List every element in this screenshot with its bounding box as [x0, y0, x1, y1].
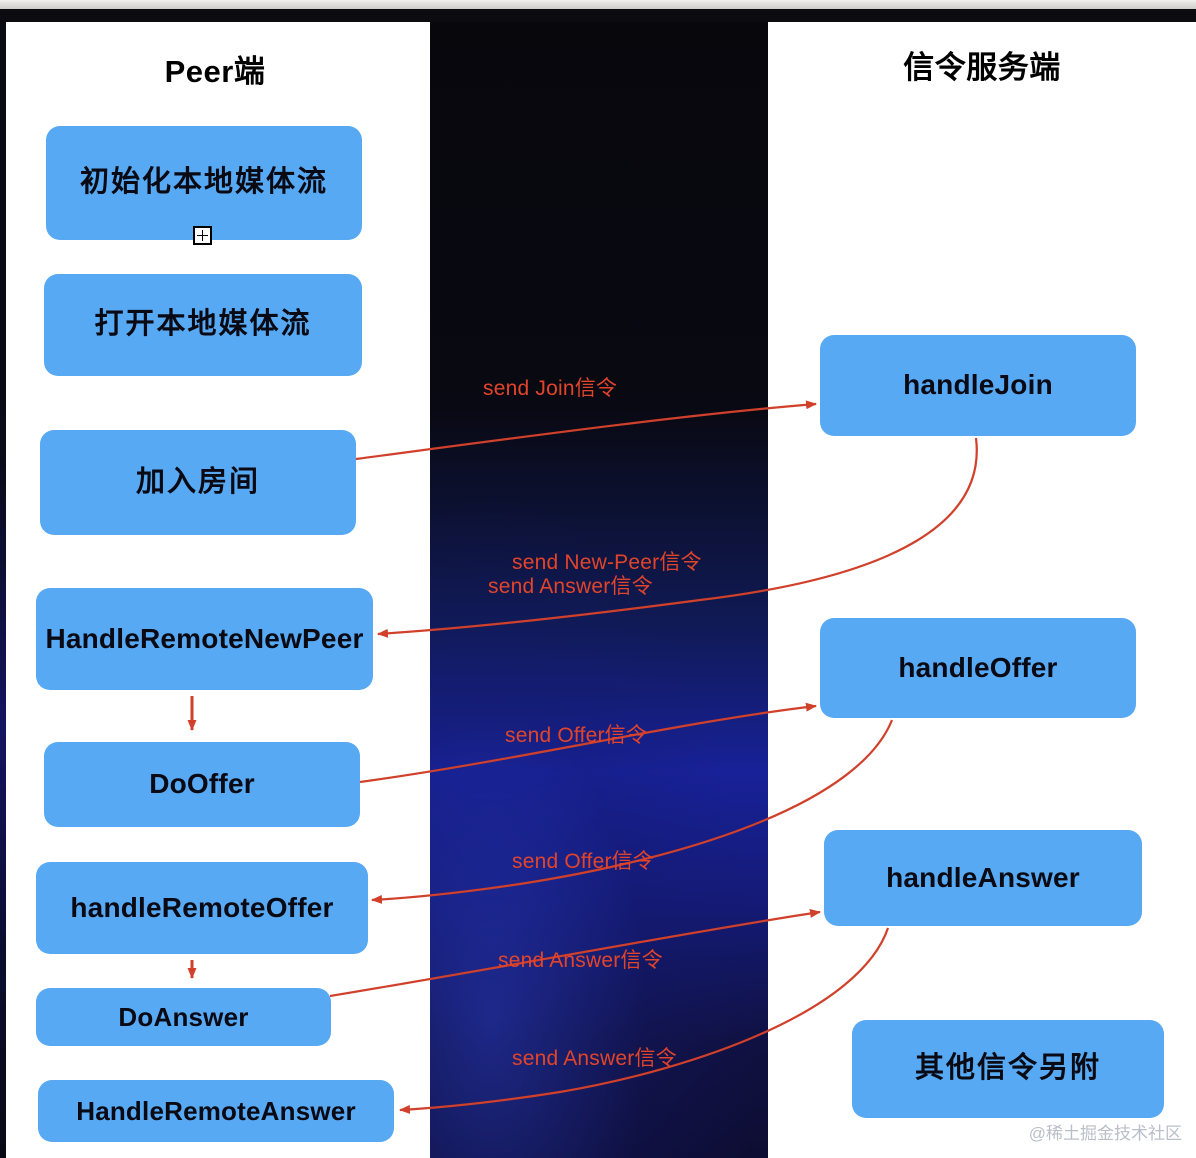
node-init-local-media[interactable]: 初始化本地媒体流 — [46, 126, 362, 240]
right-edge-strip — [1190, 22, 1196, 1158]
edge-label-send-offer-2: send Offer信令 — [512, 850, 655, 873]
plus-crosshair-cursor-icon — [193, 226, 212, 245]
node-handle-remote-offer[interactable]: handleRemoteOffer — [36, 862, 368, 954]
edge-label-send-answer-1: send Answer信令 — [488, 575, 653, 598]
watermark-text: @稀土掘金技术社区 — [1028, 1124, 1182, 1143]
node-do-offer[interactable]: DoOffer — [44, 742, 360, 827]
node-handle-remote-answer[interactable]: HandleRemoteAnswer — [38, 1080, 394, 1142]
edge-label-send-join: send Join信令 — [483, 377, 618, 400]
window-top-rule — [0, 9, 1196, 22]
node-join-room[interactable]: 加入房间 — [40, 430, 356, 535]
edge-label-send-offer-1: send Offer信令 — [505, 724, 648, 747]
node-other-signals[interactable]: 其他信令另附 — [852, 1020, 1164, 1118]
server-column-panel — [768, 22, 1196, 1158]
node-open-local-media[interactable]: 打开本地媒体流 — [44, 274, 362, 376]
peer-column-title: Peer端 — [164, 54, 266, 89]
node-handle-offer[interactable]: handleOffer — [820, 618, 1136, 718]
edge-label-send-answer-2: send Answer信令 — [498, 949, 663, 972]
node-handle-remote-new-peer[interactable]: HandleRemoteNewPeer — [36, 588, 373, 690]
edge-label-send-answer-3: send Answer信令 — [512, 1047, 677, 1070]
node-handle-join[interactable]: handleJoin — [820, 335, 1136, 436]
server-column-title: 信令服务端 — [903, 50, 1061, 85]
node-do-answer[interactable]: DoAnswer — [36, 988, 331, 1046]
edge-label-send-new-peer: send New-Peer信令 — [512, 551, 702, 574]
left-edge-strip — [0, 22, 6, 1158]
window-top-strip — [0, 0, 1196, 9]
node-handle-answer[interactable]: handleAnswer — [824, 830, 1142, 926]
